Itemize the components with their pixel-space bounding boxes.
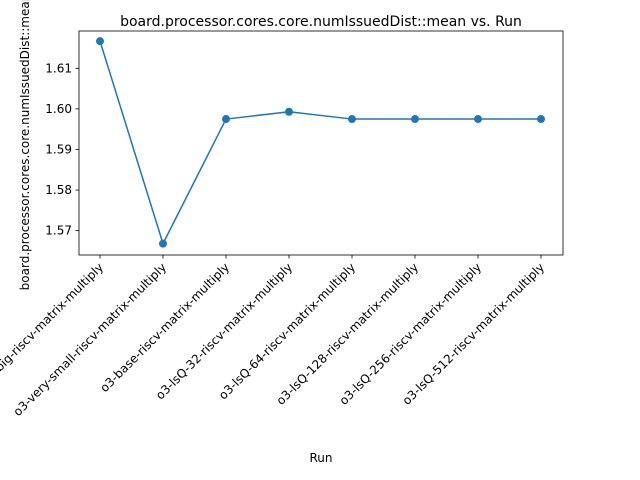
data-point [96, 37, 104, 46]
plot-frame [78, 30, 564, 256]
data-point [474, 115, 482, 124]
y-tick-label: 1.60 [45, 102, 72, 116]
data-point [348, 115, 356, 124]
data-point [222, 115, 230, 124]
chart-title: board.processor.cores.core.numIssuedDist… [120, 14, 522, 30]
y-tick-label: 1.59 [45, 142, 72, 156]
series-line [99, 40, 541, 245]
data-point [537, 115, 545, 124]
y-tick-label: 1.61 [45, 61, 72, 75]
data-point [285, 107, 293, 116]
y-tick-label: 1.58 [45, 183, 72, 197]
data-point [159, 239, 167, 248]
x-axis-label: Run [309, 451, 332, 465]
y-tick-label: 1.57 [45, 224, 72, 238]
y-axis-label: board.processor.cores.core.numIssuedDist… [18, 0, 32, 290]
data-point [411, 115, 419, 124]
